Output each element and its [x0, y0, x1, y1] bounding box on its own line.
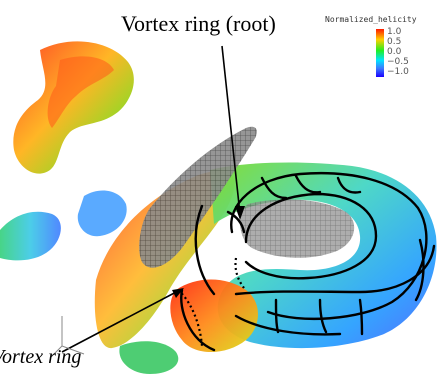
legend-tick-1: 1.0 [387, 27, 401, 37]
legend-title: Normalized_helicity [325, 15, 417, 24]
trailing-tube-left [0, 212, 61, 261]
legend-tick-2: 0.5 [387, 37, 401, 47]
root-vortex-label: Vortex ring (root) [121, 11, 276, 37]
legend-tick-5: −1.0 [387, 67, 409, 77]
tip-vortex-label: Vortex ring [0, 346, 81, 369]
trailing-wisp-bottom [119, 341, 178, 374]
legend-colorbar [376, 29, 384, 77]
legend-tick-4: −0.5 [387, 57, 409, 67]
trailing-tube-left-2 [78, 190, 127, 236]
legend-tick-3: 0.0 [387, 47, 401, 57]
helicity-legend: Normalized_helicity 1.0 0.5 0.0 −0.5 −1.… [325, 15, 443, 95]
wing-mesh-root [240, 199, 354, 257]
